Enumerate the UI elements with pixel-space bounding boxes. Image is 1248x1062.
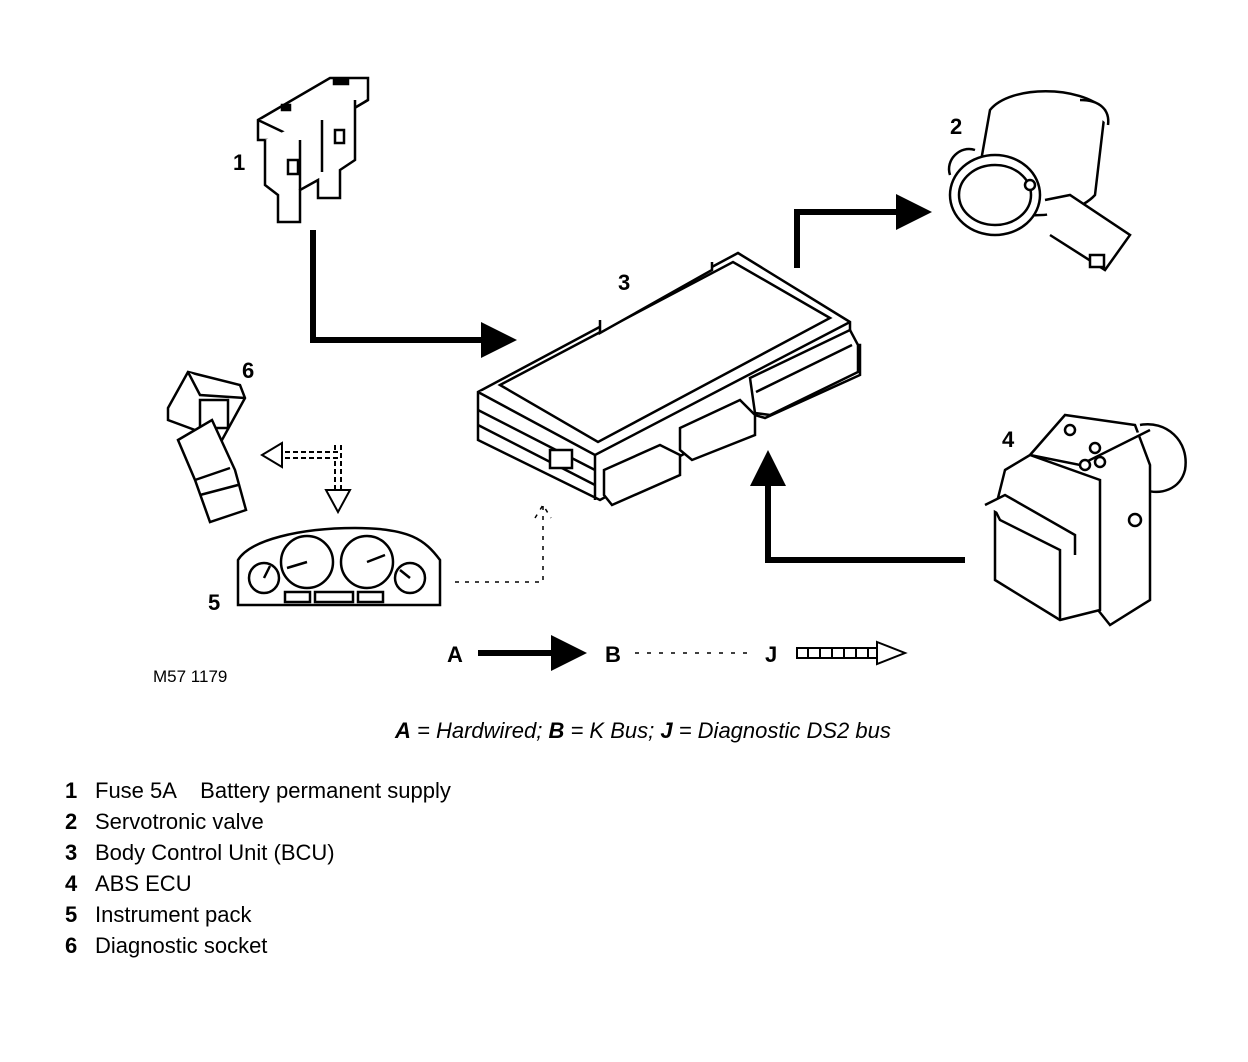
line-key: A B J bbox=[447, 635, 908, 671]
legend-item: 6 Diagnostic socket bbox=[65, 930, 451, 961]
legend-item: 2 Servotronic valve bbox=[65, 806, 451, 837]
legend-text: Fuse 5A Battery permanent supply bbox=[95, 778, 451, 803]
ds2-bus-link bbox=[260, 441, 352, 515]
component-number-2: 2 bbox=[950, 114, 962, 139]
bcu-illustration bbox=[476, 251, 862, 507]
servotronic-valve-illustration bbox=[947, 90, 1132, 272]
key-letter-j: J bbox=[765, 642, 777, 667]
component-number-6: 6 bbox=[242, 358, 254, 383]
key-letter-b: B bbox=[605, 642, 621, 667]
caption-j-text: = Diagnostic DS2 bus bbox=[672, 718, 891, 743]
caption-a-letter: A bbox=[395, 718, 411, 743]
legend-number: 4 bbox=[65, 871, 78, 896]
component-legend: 1 Fuse 5A Battery permanent supply 2 Servo… bbox=[65, 775, 451, 961]
fuse-illustration bbox=[256, 76, 370, 224]
hardwired-links bbox=[310, 194, 965, 563]
abs-ecu-illustration bbox=[984, 413, 1187, 627]
diagnostic-socket-illustration bbox=[166, 370, 248, 524]
k-bus-link bbox=[455, 503, 552, 583]
legend-text: Servotronic valve bbox=[95, 809, 264, 834]
fuse-to-bcu-arrow bbox=[310, 230, 517, 358]
component-number-5: 5 bbox=[208, 590, 220, 615]
legend-text: Diagnostic socket bbox=[95, 933, 268, 958]
wiring-diagram: 1 2 3 4 bbox=[153, 76, 1187, 686]
legend-item: 1 Fuse 5A Battery permanent supply bbox=[65, 775, 451, 806]
legend-text: Body Control Unit (BCU) bbox=[95, 840, 335, 865]
instrument-pack-illustration bbox=[236, 526, 442, 607]
legend-item: 4 ABS ECU bbox=[65, 868, 451, 899]
figure-reference: M57 1179 bbox=[153, 667, 227, 686]
key-letter-a: A bbox=[447, 642, 463, 667]
caption-j-letter: J bbox=[660, 718, 673, 743]
key-ds2-arrowhead bbox=[876, 640, 908, 666]
legend-text: ABS ECU bbox=[95, 871, 192, 896]
bcu-to-valve-arrow bbox=[794, 194, 932, 268]
caption-b-letter: B bbox=[548, 718, 565, 743]
caption-a-text: = Hardwired; bbox=[410, 718, 549, 743]
component-number-4: 4 bbox=[1002, 427, 1015, 452]
legend-number: 5 bbox=[65, 902, 78, 927]
legend-item: 5 Instrument pack bbox=[65, 899, 451, 930]
caption-b-text: = K Bus; bbox=[564, 718, 661, 743]
component-number-1: 1 bbox=[233, 150, 245, 175]
abs-to-bcu-arrow bbox=[750, 450, 965, 563]
legend-number: 2 bbox=[65, 809, 78, 834]
key-caption: A = Hardwired; B = K Bus; J = Diagnostic… bbox=[395, 718, 891, 744]
legend-number: 3 bbox=[65, 840, 78, 865]
legend-item: 3 Body Control Unit (BCU) bbox=[65, 837, 451, 868]
legend-text: Instrument pack bbox=[95, 902, 252, 927]
component-number-3: 3 bbox=[618, 270, 630, 295]
legend-number: 1 bbox=[65, 778, 78, 803]
legend-number: 6 bbox=[65, 933, 78, 958]
